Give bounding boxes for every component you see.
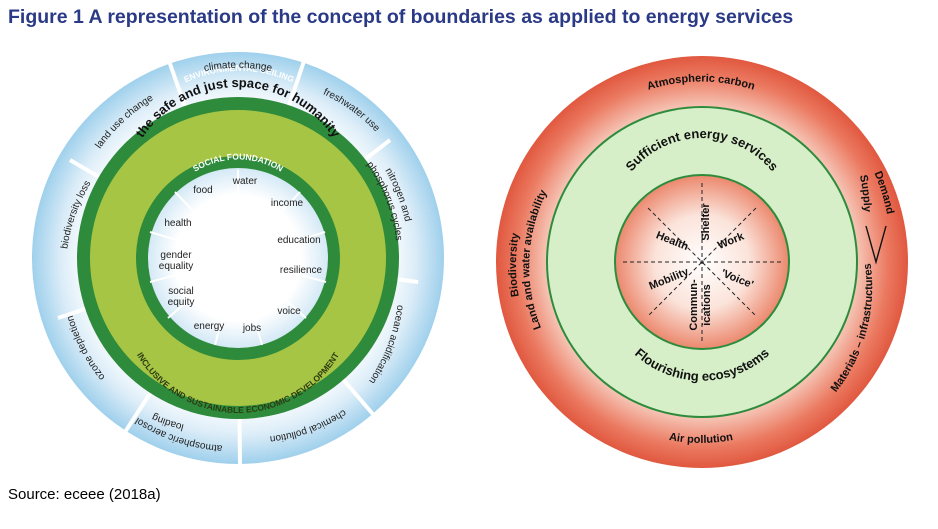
boundary-climate-change: climate change [203, 60, 273, 74]
social-gender-line1: gender [160, 250, 192, 261]
social-water: water [232, 176, 258, 187]
social-health: health [164, 218, 191, 229]
social-items: water income education resilience voice … [159, 176, 323, 334]
need-shelter: Shelter [700, 203, 712, 241]
social-dividers [149, 170, 327, 346]
social-equity-line2: equity [168, 297, 195, 308]
social-resilience: resilience [280, 265, 323, 276]
social-education: education [277, 235, 320, 246]
supply-label: Supply [857, 174, 873, 213]
needs-dividers [623, 183, 781, 341]
social-energy: energy [194, 321, 225, 332]
air-pollution-label: Air pollution [668, 431, 734, 446]
figure-title: Figure 1 A representation of the concept… [8, 6, 794, 28]
social-jobs: jobs [242, 323, 261, 334]
source-caption: Source: eceee (2018a) [8, 486, 161, 503]
energy-services-diagram: Atmospheric carbon Air pollution Biodive… [496, 56, 908, 468]
doughnut-diagram: ENVIRONMENTAL CEILING the safe and just … [32, 52, 444, 466]
supply-demand-arrow-icon [865, 225, 887, 265]
biodiversity-label: Biodiversity [507, 231, 522, 297]
social-income: income [271, 198, 304, 209]
social-gender-line2: equality [159, 261, 193, 272]
social-equity-line1: social [168, 286, 194, 297]
need-communications-line2: ications [701, 284, 713, 326]
need-communications-line1: Commun- [688, 279, 700, 331]
social-voice: voice [277, 306, 301, 317]
social-food: food [193, 185, 212, 196]
